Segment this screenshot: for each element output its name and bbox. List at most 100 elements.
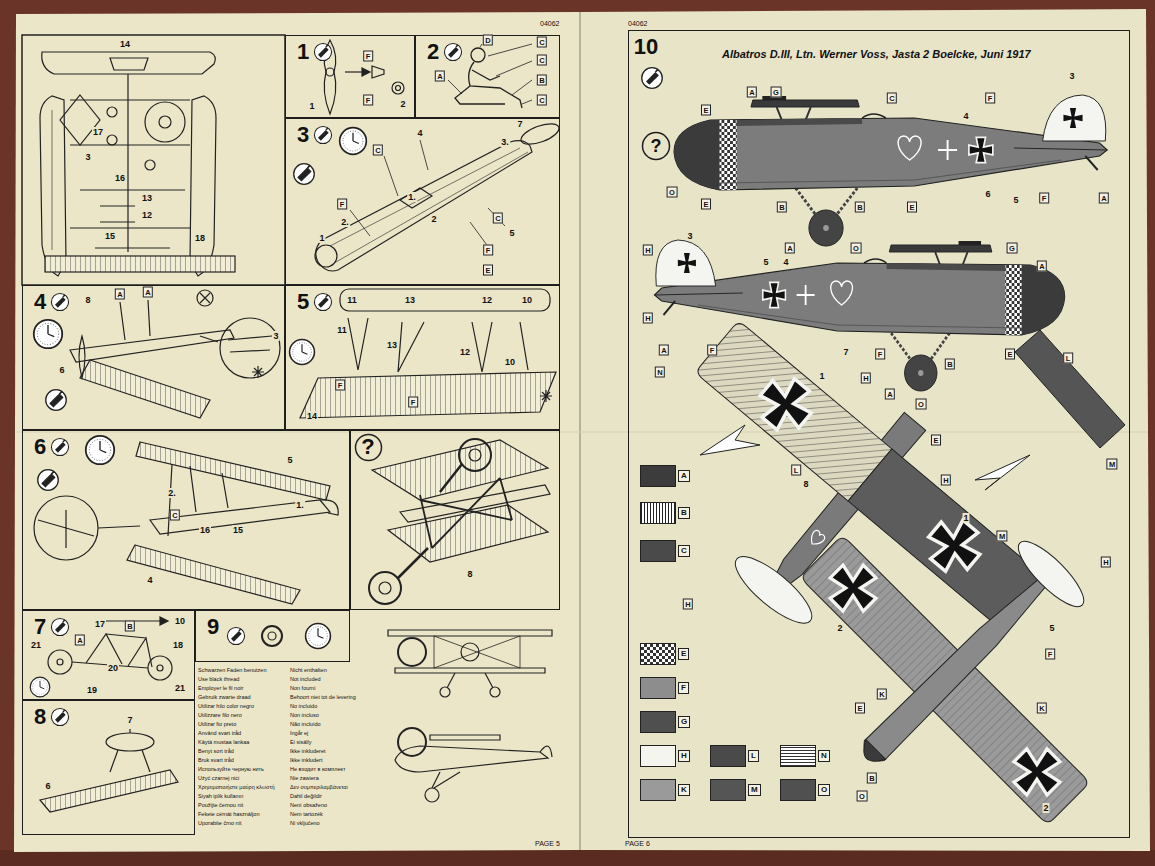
page-label: 04062 <box>628 20 647 28</box>
tail-assembly <box>110 729 150 772</box>
instruction-note: Non incluso <box>290 712 319 719</box>
step-panel: 7 <box>22 610 195 700</box>
part-number: 10 <box>521 295 533 305</box>
color-callout: F <box>875 349 885 360</box>
part-number: 6 <box>44 781 51 791</box>
badge-icons <box>314 43 331 60</box>
pilot-figure <box>472 70 500 80</box>
upper-wing-assembly <box>38 510 94 548</box>
landing-gear <box>30 617 172 697</box>
side-profile <box>898 136 921 160</box>
fuselage-assembly <box>294 164 315 185</box>
color-callout: E <box>931 435 941 446</box>
color-callout: E <box>701 105 711 116</box>
side-profile <box>862 114 886 118</box>
color-callout: F <box>1039 193 1049 204</box>
color-swatch <box>780 745 816 767</box>
color-callout: F <box>363 95 373 106</box>
propeller-part <box>372 66 384 78</box>
instruction-note: Použijte černou nit <box>198 802 243 809</box>
wing-assembly <box>252 366 264 378</box>
part-number: 5 <box>508 228 515 238</box>
side-profile <box>751 100 859 107</box>
part-number: 5 <box>1048 623 1055 633</box>
side-profile <box>720 120 737 190</box>
instruction-note: Nie zawiera <box>290 775 319 782</box>
side-profile <box>720 160 1062 183</box>
part-number: 2. <box>340 217 350 227</box>
instruction-note: Utilizzare filo nero <box>198 712 242 719</box>
color-swatch <box>710 779 746 801</box>
rigging-views <box>434 636 520 668</box>
step-number: 9 <box>200 614 226 640</box>
part-number: 14 <box>119 39 131 49</box>
badge-icons <box>51 618 68 635</box>
color-callout: H <box>643 313 653 324</box>
color-callout: B <box>945 359 955 370</box>
color-callout: N <box>655 367 665 378</box>
rigging-views <box>379 582 391 594</box>
badge-icons <box>51 293 68 310</box>
wing-assembly <box>220 318 280 378</box>
rigging-views <box>369 572 401 604</box>
color-callout: C <box>493 213 503 224</box>
color-callout: O <box>916 399 927 410</box>
wing-assembly <box>34 290 280 418</box>
color-swatch <box>640 465 676 487</box>
color-callout: B <box>125 621 135 632</box>
parts-tree <box>110 58 148 70</box>
part-number: 2 <box>430 214 437 224</box>
fuselage-assembly <box>350 140 505 252</box>
part-number: 15 <box>232 525 244 535</box>
instruction-note: Não incluído <box>290 721 321 728</box>
rigging-views <box>540 746 552 757</box>
rigging-views <box>356 435 553 803</box>
side-profile <box>809 210 843 246</box>
side-profile <box>823 225 829 231</box>
badge-icons <box>51 438 68 455</box>
wing-assembly <box>197 290 213 306</box>
part-number: 8 <box>84 295 91 305</box>
badge-icons <box>51 708 68 725</box>
instruction-note: Ei sisälly <box>290 739 311 746</box>
instruction-note: Fekete cérnát használjon <box>198 811 259 818</box>
instruction-note: Ingår ej <box>290 730 308 737</box>
instruction-note: Ikke inkluderet <box>290 748 325 755</box>
lower-wing-view <box>975 455 1030 490</box>
part-number: 21 <box>174 683 186 693</box>
table-and-paper <box>579 12 581 850</box>
step-number: 10 <box>633 34 659 60</box>
part-number: 1 <box>308 101 315 111</box>
part-number: 7 <box>126 715 133 725</box>
color-callout: C <box>887 93 897 104</box>
part-number: 17 <box>94 619 106 629</box>
badge-icons <box>444 43 461 60</box>
part-number: 16 <box>114 173 126 183</box>
color-callout: F <box>483 245 493 256</box>
side-profile <box>1014 148 1107 150</box>
part-number: 13 <box>386 340 398 350</box>
part-number: 2 <box>1042 803 1049 813</box>
part-number: 2 <box>399 99 406 109</box>
color-callout: E <box>855 703 865 714</box>
color-callout: F <box>1045 649 1055 660</box>
fuselage-assembly <box>340 128 367 155</box>
thread-icons <box>262 624 330 649</box>
wing-assembly <box>120 300 150 340</box>
color-callout: O <box>667 187 678 198</box>
color-callout: A <box>1037 261 1047 272</box>
parts-tree <box>70 74 190 252</box>
upper-wing-assembly <box>38 470 59 491</box>
part-number: 10 <box>174 616 186 626</box>
help-circle-outline <box>643 133 670 160</box>
legend-row: L <box>710 745 759 767</box>
color-callout: E <box>483 265 493 276</box>
top-view <box>695 320 892 501</box>
thread-icons <box>262 626 282 646</box>
tail-assembly <box>106 733 154 751</box>
color-callout: A <box>115 289 125 300</box>
side-profile <box>674 95 1107 246</box>
step-number: 5 <box>290 289 316 315</box>
legend-row: C <box>640 540 690 562</box>
